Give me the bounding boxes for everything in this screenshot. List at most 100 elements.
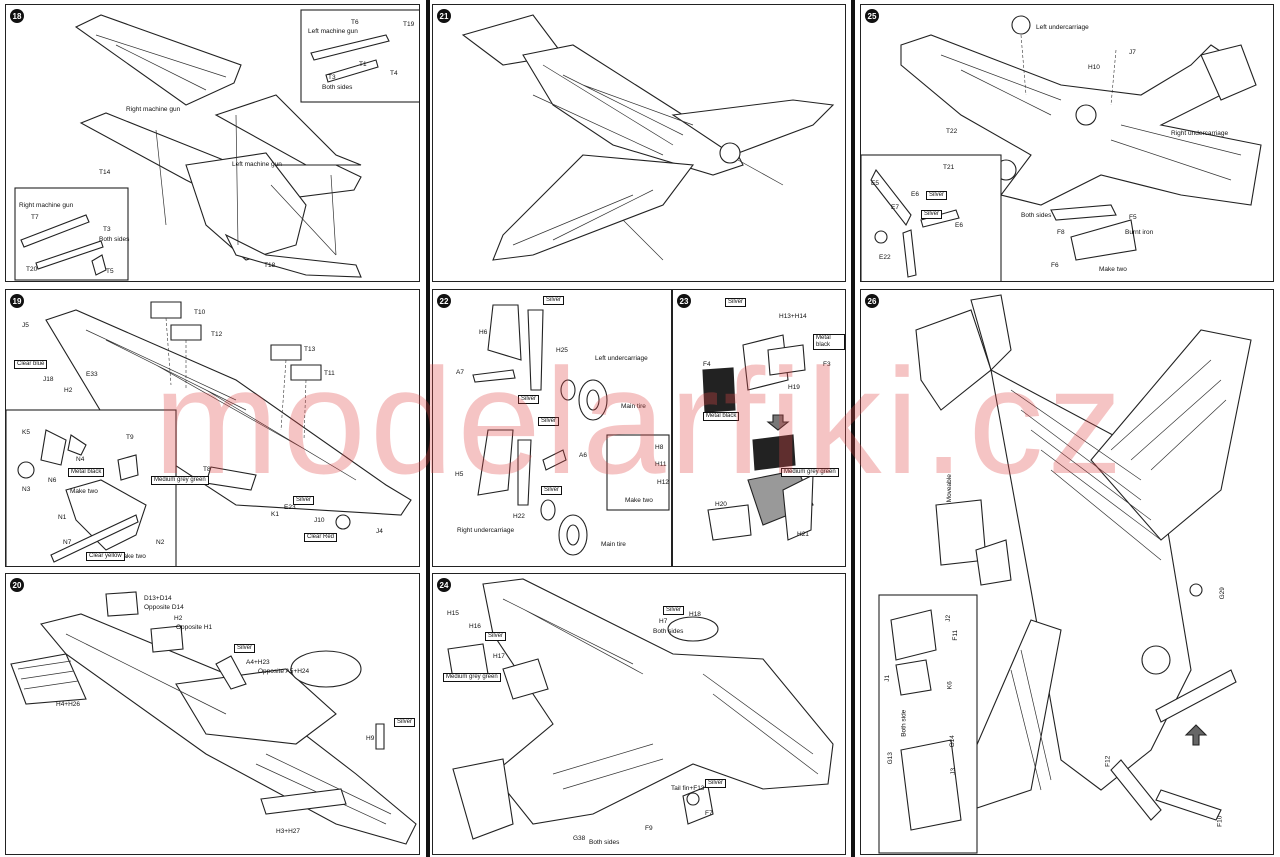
both-sides-note: Both sides xyxy=(322,84,353,91)
column-divider-left xyxy=(426,0,430,857)
both-sides-note-2: Both sides xyxy=(99,236,130,243)
part-t14-label: T14 xyxy=(99,169,111,176)
part-t10-label: T10 xyxy=(194,309,206,316)
part-f7-label: F7 xyxy=(705,810,713,817)
both-side-note: Both side xyxy=(900,709,908,737)
part-e5-label: E5 xyxy=(871,180,879,187)
part-g13-label: G13 xyxy=(886,752,894,765)
both-sides-note: Both sides xyxy=(653,628,684,635)
silver-paint-code-2: Silver xyxy=(921,210,943,219)
silver-paint-code-2: Silver xyxy=(518,395,540,404)
step-20-drawing xyxy=(10,591,417,845)
step-23-panel: 23 Silver H13+H14 Metal black F3 F4 H19 … xyxy=(672,289,846,567)
part-a6-label: A6 xyxy=(579,452,587,459)
medium-grey-green-code: Medium grey green xyxy=(443,673,501,682)
silver-paint-code-2: Silver xyxy=(394,718,416,727)
part-t7-label: T7 xyxy=(31,214,39,221)
part-h12-label: H12 xyxy=(657,479,669,486)
main-tire-label: Main tire xyxy=(621,403,646,410)
part-t3-label: T3 xyxy=(328,74,336,81)
opposite-h1-note: Opposite H1 xyxy=(176,624,213,631)
part-j5-label: J5 xyxy=(22,322,29,329)
silver-paint-code: Silver xyxy=(293,496,315,505)
part-t12-label: T12 xyxy=(211,331,223,338)
step-number-badge: 18 xyxy=(10,9,24,23)
part-t11-label: T11 xyxy=(324,370,335,377)
left-machine-gun-label: Left machine gun xyxy=(308,28,358,35)
silver-paint-code: Silver xyxy=(543,296,565,305)
right-undercarriage-label: Right undercarriage xyxy=(457,527,515,534)
part-e6-label: E6 xyxy=(911,191,919,198)
left-machine-gun-label-2: Left machine gun xyxy=(232,161,282,168)
part-h19-label: H19 xyxy=(788,384,800,391)
part-h9-label: H9 xyxy=(366,735,375,742)
clear-blue-code: Clear blue xyxy=(14,360,48,369)
part-f5-label: F5 xyxy=(1129,214,1137,221)
part-n7-label: N7 xyxy=(63,539,72,546)
step-21-panel: 21 xyxy=(432,4,846,282)
part-t19-label: T19 xyxy=(403,21,415,28)
right-machine-gun-label-2: Right machine gun xyxy=(19,202,74,209)
part-j10-label: J10 xyxy=(314,517,325,524)
step-20-panel: 20 D13+D14 Opposite D14 H2 Opposite H1 A… xyxy=(5,573,420,855)
part-t3b-label: T3 xyxy=(103,226,111,233)
part-h10-label: H10 xyxy=(1088,64,1100,71)
part-j3-label: J3 xyxy=(950,767,958,775)
step-22-drawing xyxy=(472,304,670,556)
tail-fin-f13-note: Tail fin+F13 xyxy=(671,785,705,792)
part-k6-label: K6 xyxy=(946,681,954,690)
part-t6-label: T6 xyxy=(351,19,359,26)
part-h8-label: H8 xyxy=(655,444,664,451)
main-tire-label-2: Main tire xyxy=(601,541,626,548)
left-undercarriage-label: Left undercarriage xyxy=(1036,24,1089,31)
part-d13-d14-label: D13+D14 xyxy=(144,595,172,602)
part-j7-label: J7 xyxy=(1129,49,1136,56)
part-f6-label: F6 xyxy=(1051,262,1059,269)
part-h2-label: H2 xyxy=(174,615,183,622)
clear-yellow-code: Clear yellow xyxy=(86,552,125,561)
part-h22-label: H22 xyxy=(513,513,525,520)
part-e33-label: E33 xyxy=(86,371,98,378)
silver-paint-code-4: Silver xyxy=(541,486,563,495)
silver-paint-code-3: Silver xyxy=(538,417,560,426)
step-number-badge: 21 xyxy=(437,9,451,23)
step-number-badge: 19 xyxy=(10,294,24,308)
right-undercarriage-label: Right undercarriage xyxy=(1171,130,1229,137)
part-h6-label: H6 xyxy=(479,329,488,336)
part-t9-label: T9 xyxy=(126,434,134,441)
metal-black-code: Metal black xyxy=(68,468,105,477)
part-h25-label: H25 xyxy=(556,347,568,354)
step-24-panel: 24 H15 H16 Silver H17 Medium grey green … xyxy=(432,573,846,855)
step-number-badge: 25 xyxy=(865,9,879,23)
step-number-badge: 26 xyxy=(865,294,879,308)
step-19-panel: 19 J5 Clear blue J18 T10 T12 T13 T11 E33… xyxy=(5,289,420,567)
clear-red-code: Clear Red xyxy=(304,533,338,542)
part-n1-label: N1 xyxy=(58,514,67,521)
part-f10-label: F10 xyxy=(1216,815,1224,827)
metal-black-code-2: Metal black xyxy=(703,412,740,421)
part-h4-h26-label: H4+H26 xyxy=(56,701,81,708)
step-18-panel: 18 T19 T6 Left machine gun T1 T4 T3 Both… xyxy=(5,4,420,282)
step-19-drawing xyxy=(6,301,412,566)
medium-grey-green-code: Medium grey green xyxy=(151,476,209,485)
silver-paint-code: Silver xyxy=(234,644,256,653)
part-h15-label: H15 xyxy=(447,610,459,617)
step-21-drawing xyxy=(461,14,835,261)
step-25-drawing xyxy=(861,15,1262,281)
part-f12-label: F12 xyxy=(1104,755,1112,767)
part-f11-label: F11 xyxy=(952,629,960,641)
step-18-drawing xyxy=(14,9,419,281)
silver-paint-code: Silver xyxy=(485,632,507,641)
step-number-badge: 22 xyxy=(437,294,451,308)
step-23-drawing xyxy=(702,334,814,541)
part-e22-label: E22 xyxy=(879,254,891,261)
part-h2-label: H2 xyxy=(64,387,73,394)
part-h16-label: H16 xyxy=(469,623,481,630)
part-j4-label: J4 xyxy=(376,528,383,535)
part-n6-label: N6 xyxy=(48,477,57,484)
silver-paint-code: Silver xyxy=(725,298,747,307)
step-number-badge: 24 xyxy=(437,578,451,592)
part-k1-label: K1 xyxy=(271,511,279,518)
part-j2-label: J2 xyxy=(945,614,953,622)
part-t4-label: T4 xyxy=(390,70,398,77)
